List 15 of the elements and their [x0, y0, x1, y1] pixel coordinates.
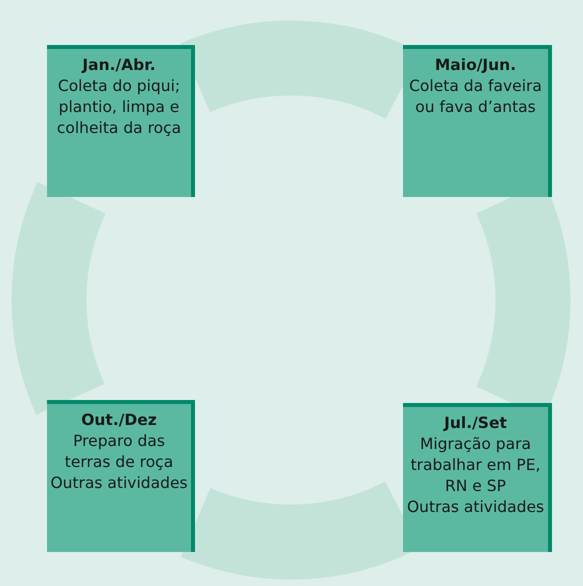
activity-text: Migração para trabalhar em PE, RN e SP	[410, 434, 542, 497]
period-box	[47, 45, 195, 197]
ring-segment	[12, 184, 106, 413]
period-heading: Out./Dez	[81, 410, 157, 431]
activity-text: Coleta do piqui; plantio, limpa e colheita da roça	[56, 76, 182, 139]
period-box	[47, 400, 195, 552]
period-box	[403, 403, 552, 552]
activity-text: Outras atividades	[406, 497, 544, 518]
activity-text: Coleta da faveira ou fava d’antas	[408, 76, 543, 118]
activity-text: Preparo das terras de roça	[64, 431, 174, 473]
period-heading: Jul./Set	[444, 413, 507, 434]
period-box	[403, 45, 552, 197]
period-heading: Maio/Jun.	[434, 55, 516, 76]
period-heading: Jan./Abr.	[82, 55, 156, 76]
activity-text: Outras atividades	[50, 473, 188, 494]
